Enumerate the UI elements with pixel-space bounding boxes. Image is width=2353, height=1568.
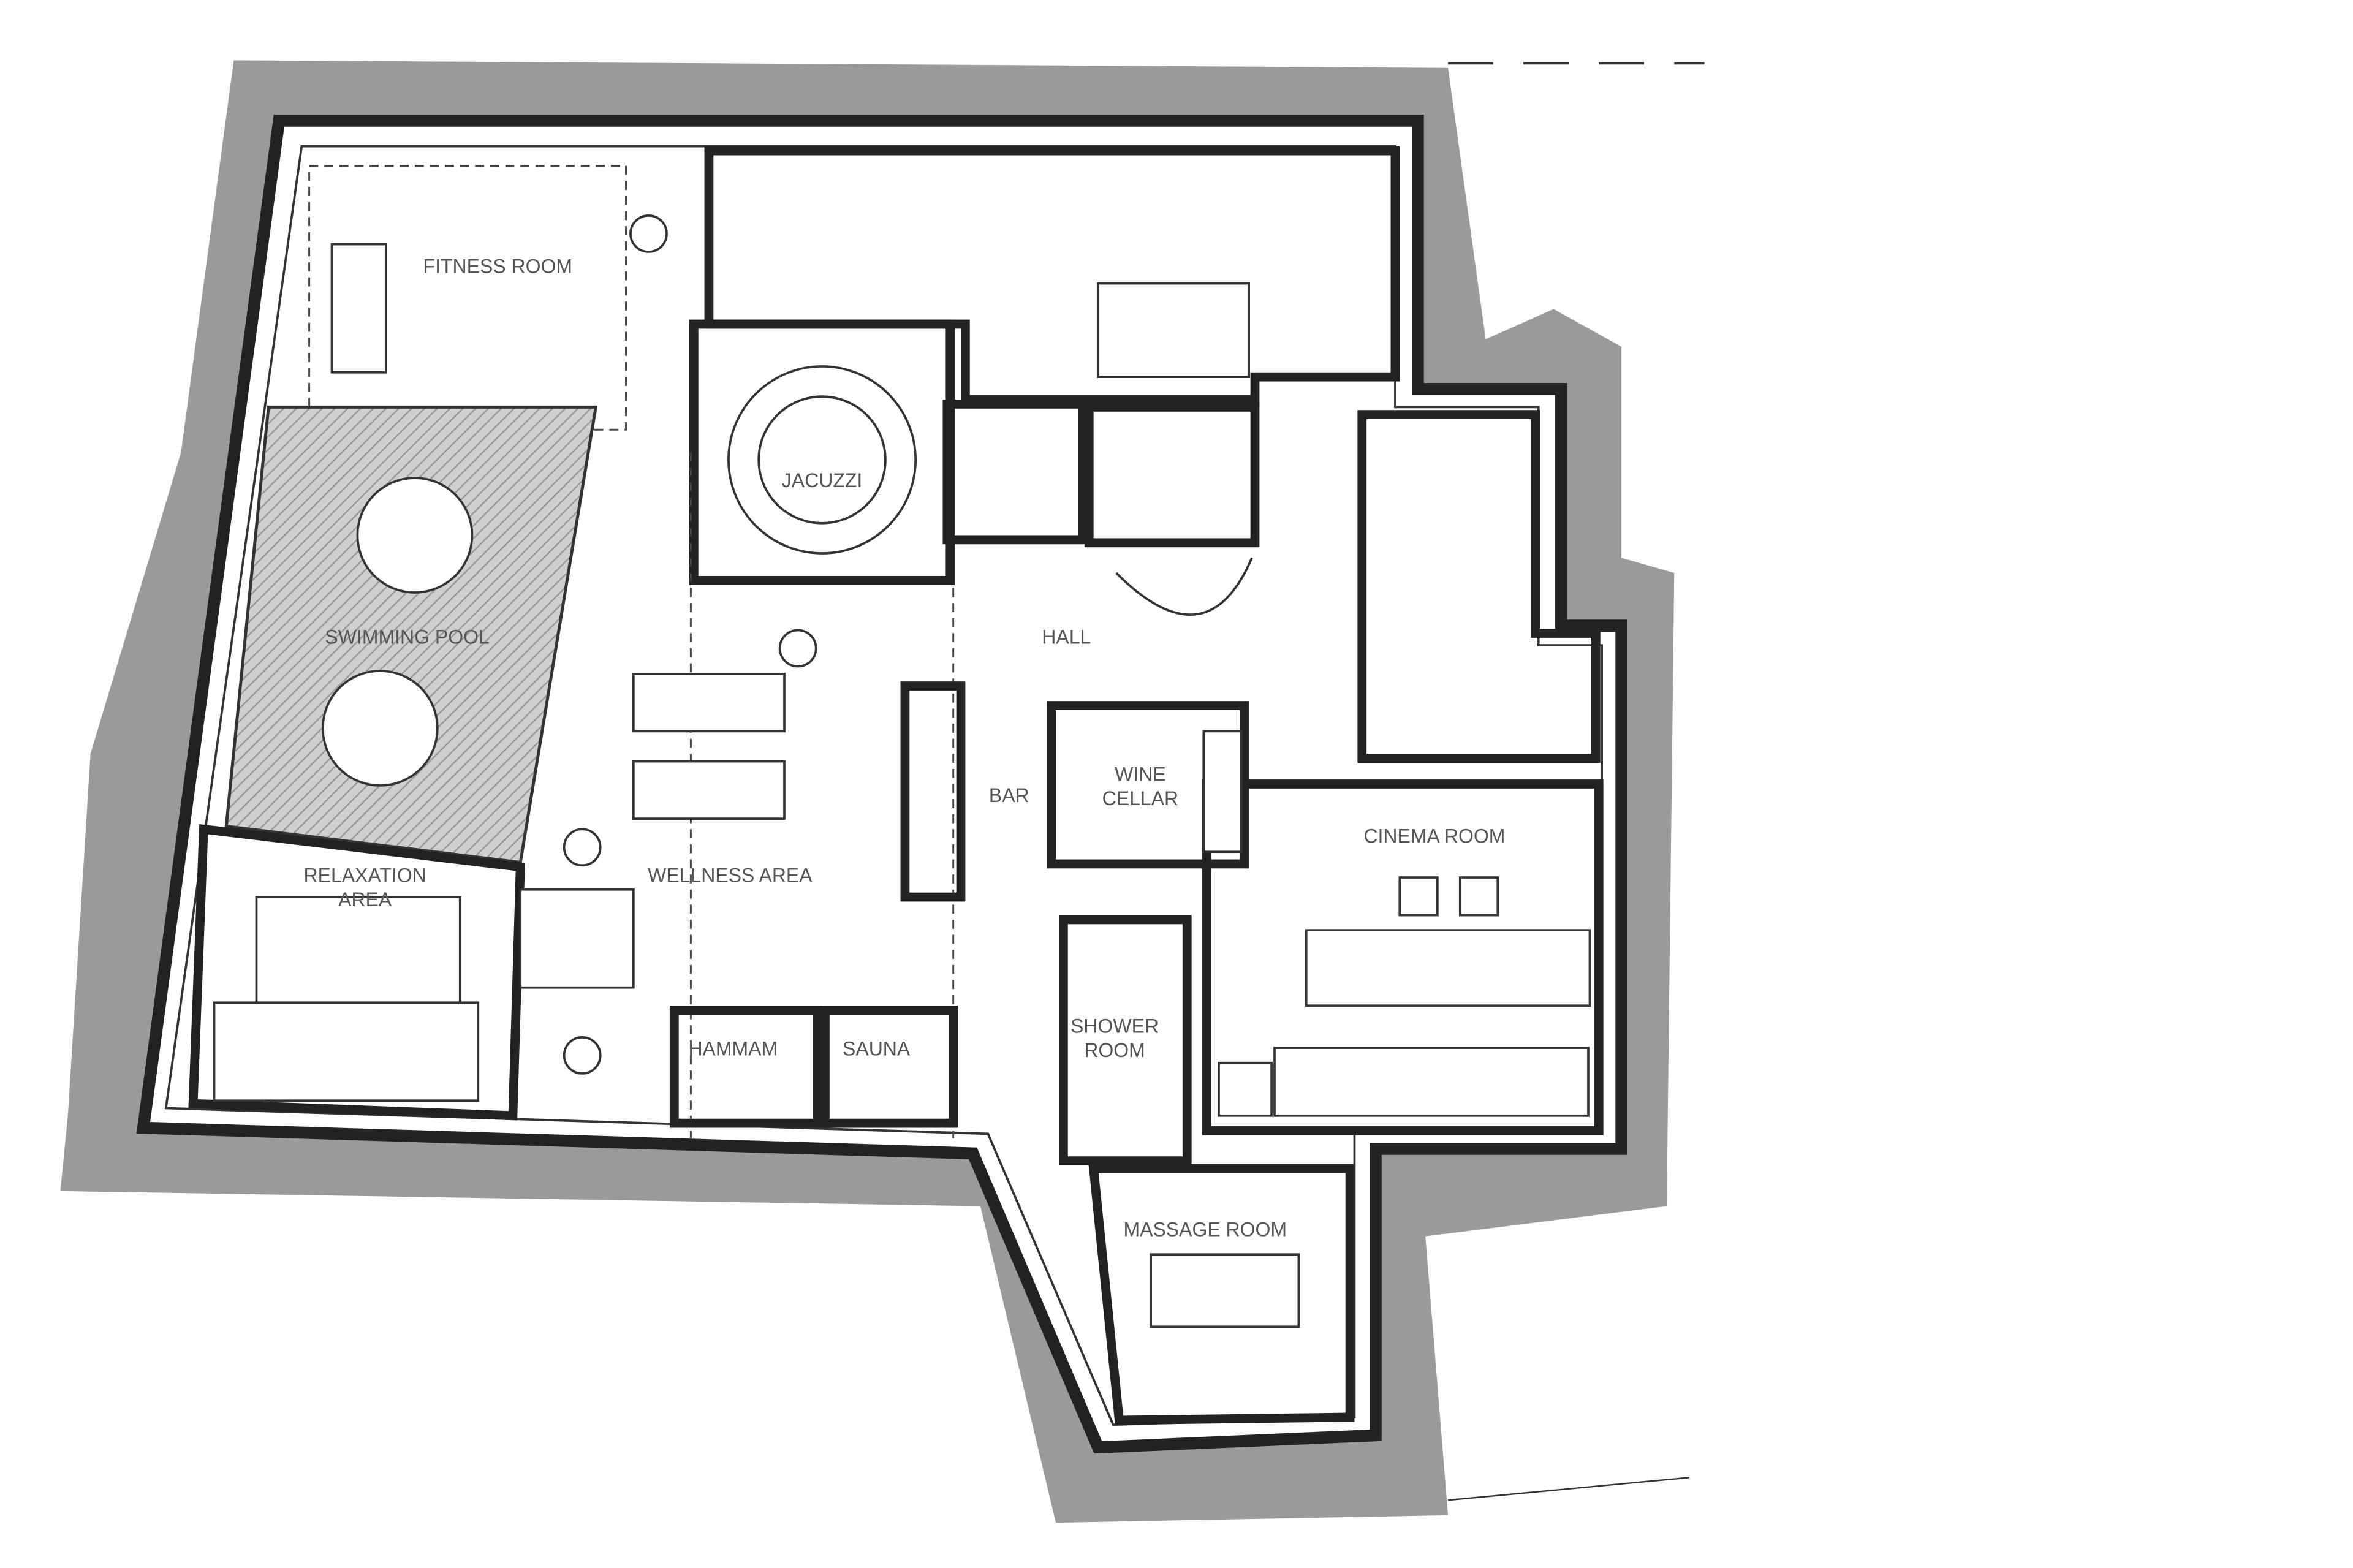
- side-table: [563, 828, 602, 867]
- cinema-seat: [1458, 876, 1499, 917]
- door-swing: [629, 214, 668, 253]
- sofa: [213, 1001, 480, 1102]
- relaxation-area: [188, 824, 525, 1121]
- cinema-sofa: [1273, 1047, 1590, 1117]
- cinema-sofa: [1305, 929, 1591, 1007]
- label-wellness-area: WELLNESS AREA: [648, 864, 813, 886]
- massage-table: [1150, 1253, 1300, 1328]
- label-fitness-room: FITNESS ROOM: [423, 255, 573, 277]
- lounger: [632, 673, 786, 733]
- side-table: [563, 1036, 602, 1075]
- label-wine-cellar-2: CELLAR: [1102, 787, 1178, 809]
- staircase: [1084, 402, 1260, 548]
- label-relaxation-2: AREA: [338, 888, 392, 911]
- jacuzzi-tub: [727, 365, 917, 555]
- label-jacuzzi: JACUZZI: [782, 469, 863, 491]
- label-relaxation-1: RELAXATION: [304, 864, 426, 886]
- staircase-curve: [1115, 557, 1253, 616]
- label-shower-2: ROOM: [1084, 1039, 1145, 1061]
- lift: [942, 400, 1088, 545]
- lounger: [632, 760, 786, 820]
- label-swimming-pool: SWIMMING POOL: [325, 626, 489, 648]
- cinema-room: [1202, 779, 1604, 1135]
- jacuzzi-inner-ring: [757, 395, 887, 525]
- pool-steps: [519, 888, 635, 989]
- label-shower-1: SHOWER: [1070, 1015, 1159, 1037]
- property-line: [1447, 1477, 1690, 1501]
- sauna-room: [820, 1006, 958, 1128]
- wine-rack: [1202, 730, 1243, 854]
- wine-cellar: [1047, 701, 1249, 869]
- cinema-side-room: [1357, 410, 1601, 763]
- label-wine-cellar-1: WINE: [1115, 763, 1166, 786]
- cinema-seat: [1398, 876, 1439, 917]
- treadmill: [330, 243, 388, 374]
- side-table: [778, 629, 817, 668]
- pool-jet: [356, 477, 474, 594]
- lounge-mat: [255, 896, 461, 1004]
- label-sauna: SAUNA: [843, 1037, 911, 1059]
- pool-jet: [321, 670, 439, 787]
- shower-room: [1059, 915, 1192, 1166]
- massage-room: [1088, 1164, 1355, 1425]
- storage-fixture: [1097, 282, 1250, 378]
- label-hall: HALL: [1042, 626, 1091, 648]
- label-hammam: HAMMAM: [688, 1037, 778, 1059]
- label-cinema-room: CINEMA ROOM: [1363, 825, 1505, 847]
- label-bar: BAR: [989, 784, 1029, 806]
- bar-counter: [900, 681, 966, 902]
- hammam-room: [669, 1006, 822, 1128]
- cinema-seat: [1218, 1061, 1273, 1117]
- label-massage-room: MASSAGE ROOM: [1123, 1219, 1287, 1241]
